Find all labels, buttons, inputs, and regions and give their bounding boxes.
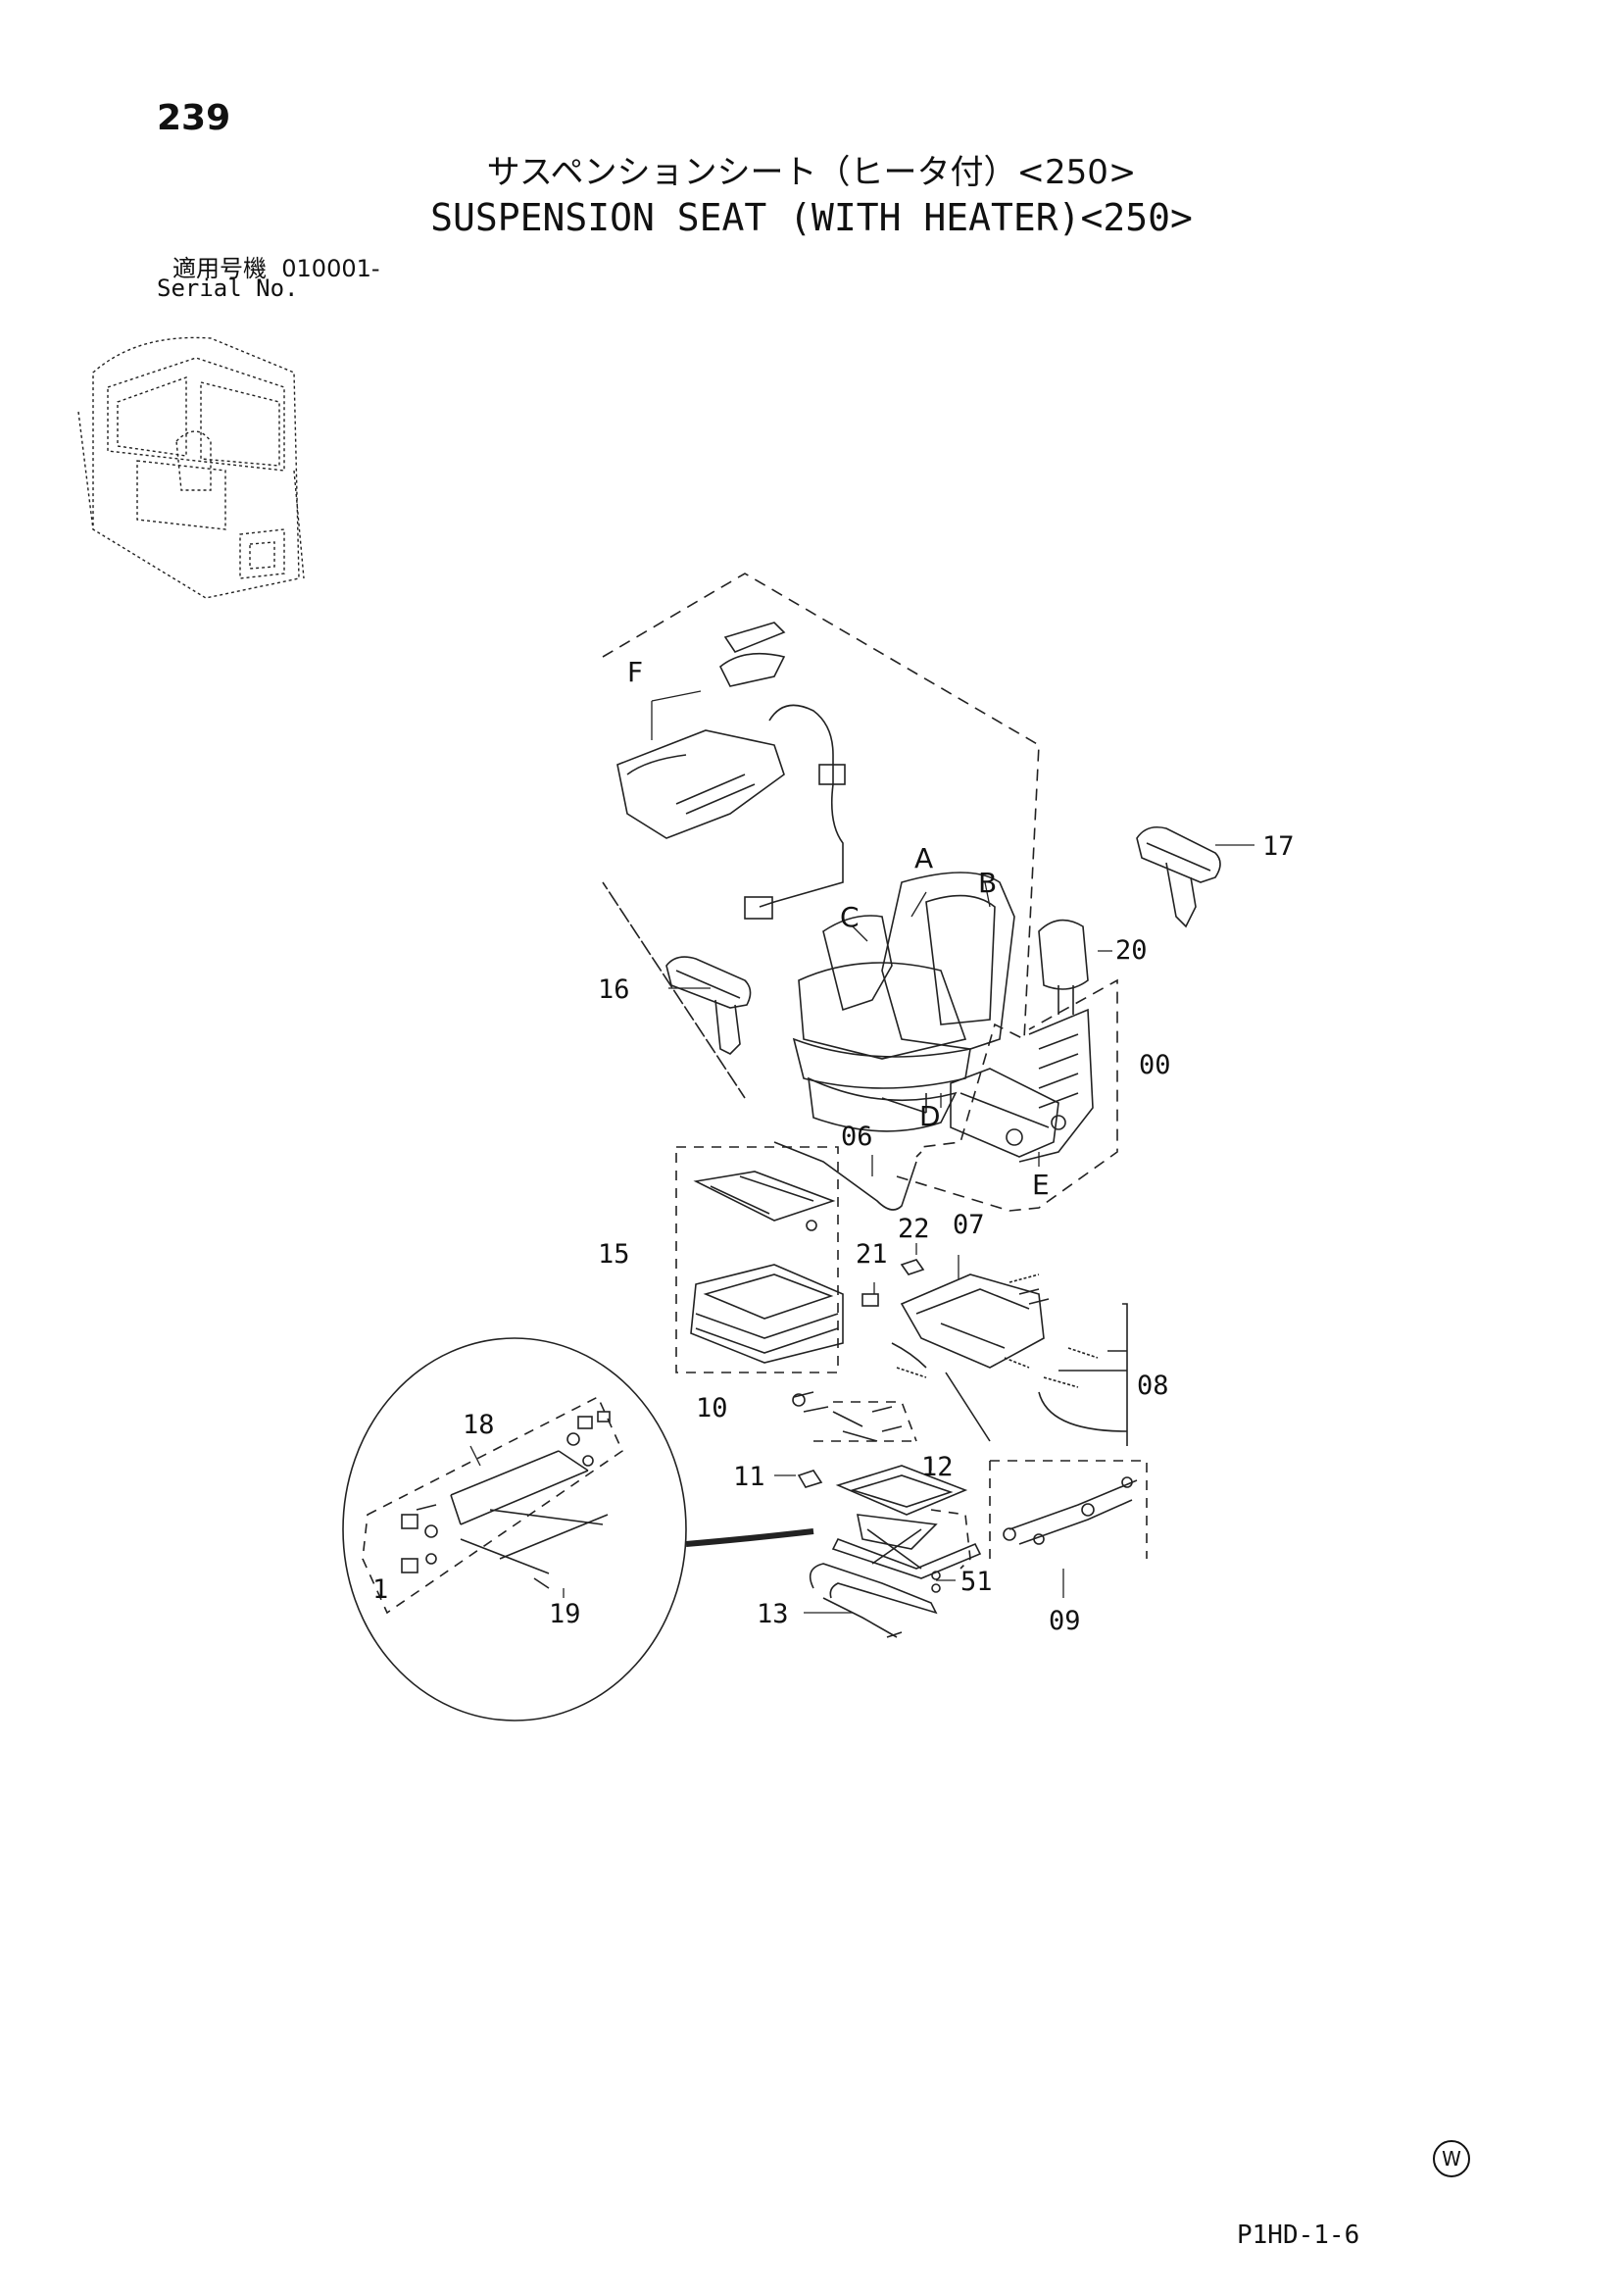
- serial-label-japanese: 適用号機 010001-: [172, 249, 380, 283]
- callout-13: 13: [757, 1599, 789, 1629]
- page-code: P1HD-1-6: [1237, 2221, 1360, 2250]
- callout-51: 51: [960, 1567, 993, 1597]
- detail-boundary: [362, 1395, 624, 1615]
- page-number: 239: [157, 98, 231, 138]
- callout-16: 16: [598, 974, 630, 1005]
- callout-08: 08: [1137, 1371, 1169, 1401]
- group-08-bracket: [1038, 1303, 1128, 1446]
- springs: [896, 1273, 1099, 1388]
- callout-1: 1: [372, 1574, 388, 1605]
- slide-rails: [690, 1171, 844, 1364]
- main-seat: [792, 872, 1015, 1132]
- callout-06: 06: [841, 1122, 873, 1152]
- callout-D: D: [919, 1100, 941, 1132]
- callout-B: B: [978, 867, 997, 899]
- group-09-boundary: [989, 1460, 1148, 1559]
- callout-12: 12: [921, 1452, 954, 1482]
- callout-17: 17: [1262, 831, 1295, 862]
- callout-20: 20: [1115, 935, 1148, 966]
- leader-lines: [469, 690, 1254, 1614]
- group-12-boundary: [813, 1440, 971, 1570]
- serial-label-jp-text: 適用号機: [172, 255, 267, 282]
- title-japanese: サスペンションシート（ヒータ付）<250>: [486, 153, 1137, 192]
- callout-15: 15: [598, 1239, 630, 1270]
- linkage-09: [1003, 1476, 1138, 1545]
- serial-label-english: Serial No.: [157, 275, 299, 302]
- callout-E: E: [1032, 1169, 1050, 1201]
- cable: [773, 1141, 922, 1211]
- scissor-frame: [401, 1411, 611, 1589]
- callout-09: 09: [1049, 1606, 1081, 1636]
- bracket-assembly: [891, 1273, 1050, 1369]
- serial-value: 010001-: [281, 255, 380, 282]
- cab-thumbnail: [77, 336, 305, 599]
- small-parts-21-22: [861, 1259, 925, 1307]
- group-15-boundary: [675, 1146, 839, 1373]
- revision-mark-w: W: [1433, 2140, 1470, 2177]
- armrest-right: [1136, 825, 1221, 928]
- callout-19: 19: [549, 1599, 581, 1629]
- callout-11: 11: [733, 1462, 765, 1492]
- detail-circle: [342, 1337, 687, 1722]
- callout-labels: 17 20 16 00 06 15 21 22 07 08 10 18 12 1…: [372, 656, 1295, 1636]
- heater-pad: [616, 622, 846, 920]
- callout-10: 10: [696, 1393, 728, 1423]
- hardware-10: [792, 1391, 903, 1442]
- title-english: SUSPENSION SEAT (WITH HEATER)<250>: [430, 196, 1193, 239]
- bolt-51: [931, 1571, 941, 1593]
- callout-07: 07: [953, 1210, 985, 1240]
- callout-A: A: [914, 842, 933, 874]
- detail-pointer: [685, 1528, 814, 1547]
- clip-11: [797, 1470, 823, 1488]
- callout-21: 21: [856, 1239, 888, 1270]
- callout-F: F: [627, 656, 643, 688]
- armrest-left: [665, 956, 752, 1055]
- group-link-line: [945, 1372, 991, 1442]
- handle-lever: [809, 1563, 938, 1638]
- callout-22: 22: [898, 1214, 930, 1244]
- seat-frame: [950, 1008, 1094, 1163]
- suspension-unit: [831, 1465, 982, 1579]
- callout-00: 00: [1139, 1050, 1171, 1080]
- heater-group-boundary: [602, 573, 1118, 1212]
- group-10-boundary: [833, 1401, 917, 1442]
- callout-18: 18: [463, 1410, 495, 1440]
- callout-C: C: [840, 901, 860, 933]
- headrest: [1038, 919, 1089, 1015]
